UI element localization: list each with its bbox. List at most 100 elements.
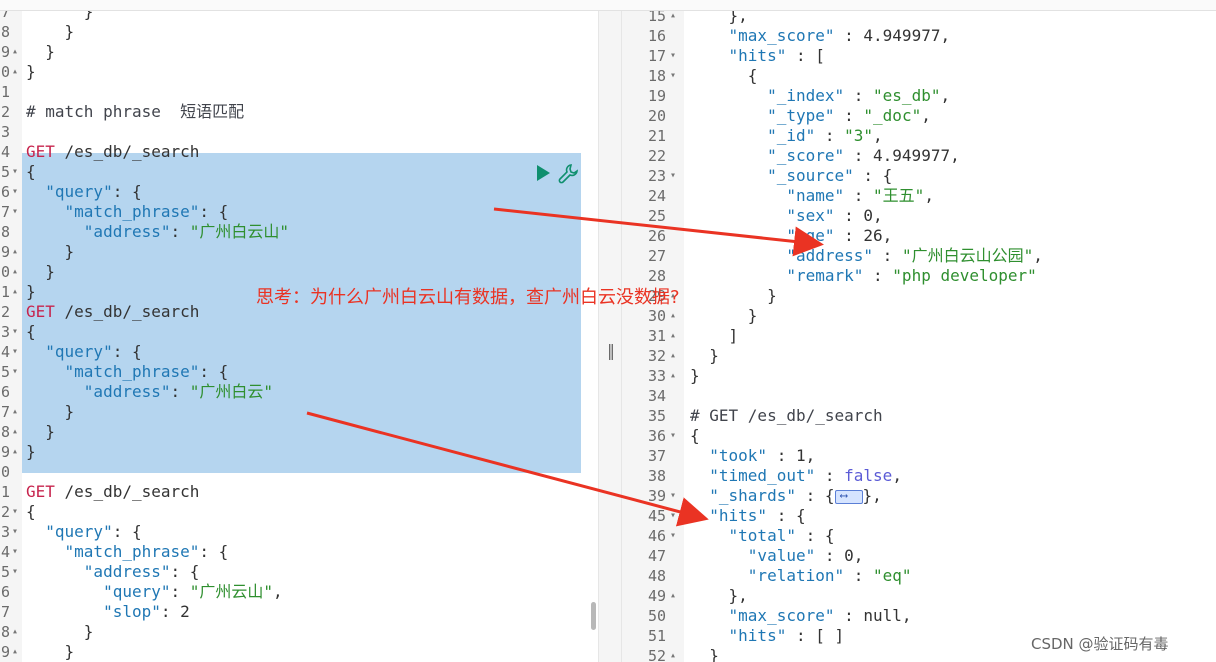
fold-toggle-icon[interactable]: ▴ [12, 646, 19, 657]
fold-toggle-icon[interactable]: ▾ [12, 326, 19, 337]
fold-toggle-icon[interactable]: ▾ [670, 530, 677, 541]
code-line[interactable]: 47 "value" : 0, [622, 546, 1216, 566]
code-line[interactable]: 16 "max_score" : 4.949977, [622, 26, 1216, 46]
code-line[interactable]: 34 [622, 386, 1216, 406]
code-line[interactable]: 24 "name" : "王五", [622, 186, 1216, 206]
fold-toggle-icon[interactable]: ▾ [12, 366, 19, 377]
code-line[interactable]: 6▾ "query": { [0, 182, 598, 202]
code-line[interactable]: 9▴ } [0, 42, 598, 62]
fold-toggle-icon[interactable]: ▴ [670, 11, 677, 21]
code-line[interactable]: 35# GET /es_db/_search [622, 406, 1216, 426]
code-line[interactable]: 19 "_index" : "es_db", [622, 86, 1216, 106]
fold-toggle-icon[interactable]: ▾ [12, 506, 19, 517]
fold-toggle-icon[interactable]: ▴ [12, 406, 19, 417]
fold-toggle-icon[interactable]: ▴ [670, 330, 677, 341]
code-line[interactable]: 46▾ "total" : { [622, 526, 1216, 546]
code-line[interactable]: 31▴ ] [622, 326, 1216, 346]
code-line[interactable]: 8▴ } [0, 422, 598, 442]
code-line[interactable]: 37 "took" : 1, [622, 446, 1216, 466]
fold-toggle-icon[interactable]: ▴ [12, 66, 19, 77]
code-line[interactable]: 36▾{ [622, 426, 1216, 446]
fold-toggle-icon[interactable]: ▾ [12, 546, 19, 557]
code-line[interactable]: 50 "max_score" : null, [622, 606, 1216, 626]
code-line[interactable]: 5▾ "address": { [0, 562, 598, 582]
fold-toggle-icon[interactable]: ▴ [670, 350, 677, 361]
code-line[interactable]: 0 [0, 462, 598, 482]
fold-toggle-icon[interactable]: ▾ [670, 490, 677, 501]
fold-toggle-icon[interactable]: ▴ [670, 370, 677, 381]
code-line[interactable]: 9▴} [0, 442, 598, 462]
code-line[interactable]: 18▾ { [622, 66, 1216, 86]
code-line[interactable]: 6 "query": "广州云山", [0, 582, 598, 602]
code-line[interactable]: 5▾ "match_phrase": { [0, 362, 598, 382]
code-line[interactable]: 20 "_type" : "_doc", [622, 106, 1216, 126]
code-line[interactable]: 38 "timed_out" : false, [622, 466, 1216, 486]
code-line[interactable]: 52▴ } [622, 646, 1216, 662]
code-line[interactable]: 7 "slop": 2 [0, 602, 598, 622]
vertical-scrollbar[interactable] [591, 602, 596, 630]
code-line[interactable]: 27 "address" : "广州白云山公园", [622, 246, 1216, 266]
fold-toggle-icon[interactable]: ▴ [12, 266, 19, 277]
code-line[interactable]: 5▾{ [0, 162, 598, 182]
response-viewer[interactable]: 15▴ },16 "max_score" : 4.949977,17▾ "hit… [622, 11, 1216, 662]
fold-toggle-icon[interactable]: ▾ [12, 206, 19, 217]
fold-toggle-icon[interactable]: ▾ [12, 186, 19, 197]
code-line[interactable]: 39▾ "_shards" : {}, [622, 486, 1216, 506]
fold-toggle-icon[interactable]: ▾ [12, 346, 19, 357]
play-icon[interactable] [535, 164, 551, 182]
pane-splitter[interactable]: ‖ [598, 11, 622, 662]
fold-toggle-icon[interactable]: ▾ [670, 510, 677, 521]
code-line[interactable]: 29▴ } [622, 286, 1216, 306]
fold-toggle-icon[interactable]: ▾ [670, 430, 677, 441]
fold-toggle-icon[interactable]: ▴ [12, 446, 19, 457]
code-line[interactable]: 6 "address": "广州白云" [0, 382, 598, 402]
code-line[interactable]: 8▴ } [0, 622, 598, 642]
code-line[interactable]: 4▾ "match_phrase": { [0, 542, 598, 562]
wrench-icon[interactable] [557, 162, 579, 184]
code-line[interactable]: 48 "relation" : "eq" [622, 566, 1216, 586]
fold-toggle-icon[interactable]: ▾ [12, 526, 19, 537]
fold-toggle-icon[interactable]: ▾ [12, 166, 19, 177]
fold-toggle-icon[interactable]: ▴ [670, 310, 677, 321]
code-line[interactable]: 4▾ "query": { [0, 342, 598, 362]
code-line[interactable]: 9▴ } [0, 242, 598, 262]
fold-toggle-icon[interactable]: ▾ [12, 566, 19, 577]
code-line[interactable]: 9▴ } [0, 642, 598, 662]
fold-toggle-icon[interactable]: ▾ [670, 70, 677, 81]
code-line[interactable]: 8 } [0, 22, 598, 42]
code-line[interactable]: 1▴} [0, 282, 598, 302]
code-line[interactable]: 2▾{ [0, 502, 598, 522]
fold-toggle-icon[interactable]: ▾ [670, 170, 677, 181]
code-line[interactable]: 30▴ } [622, 306, 1216, 326]
code-line[interactable]: 21 "_id" : "3", [622, 126, 1216, 146]
code-line[interactable]: 8 "address": "广州白云山" [0, 222, 598, 242]
code-line[interactable]: 3 [0, 122, 598, 142]
fold-toggle-icon[interactable]: ▾ [670, 50, 677, 61]
code-line[interactable]: 0▴ } [0, 262, 598, 282]
fold-toggle-icon[interactable]: ▴ [12, 46, 19, 57]
code-line[interactable]: 33▴} [622, 366, 1216, 386]
code-line[interactable]: 2# match phrase 短语匹配 [0, 102, 598, 122]
fold-toggle-icon[interactable]: ▴ [12, 626, 19, 637]
code-line[interactable]: 7▾ "match_phrase": { [0, 202, 598, 222]
code-line[interactable]: 15▴ }, [622, 11, 1216, 26]
fold-toggle-icon[interactable]: ▴ [12, 426, 19, 437]
fold-toggle-icon[interactable]: ▴ [670, 650, 677, 661]
fold-toggle-icon[interactable]: ▴ [12, 286, 19, 297]
code-line[interactable]: 1 [0, 82, 598, 102]
code-line[interactable]: 22 "_score" : 4.949977, [622, 146, 1216, 166]
code-line[interactable]: 7▴ } [0, 402, 598, 422]
code-line[interactable]: 45▾ "hits" : { [622, 506, 1216, 526]
code-line[interactable]: 0▴} [0, 62, 598, 82]
code-line[interactable]: 7 } [0, 11, 598, 22]
code-line[interactable]: 32▴ } [622, 346, 1216, 366]
code-line[interactable]: 51 "hits" : [ ] [622, 626, 1216, 646]
code-line[interactable]: 3▾ "query": { [0, 522, 598, 542]
code-line[interactable]: 17▾ "hits" : [ [622, 46, 1216, 66]
code-line[interactable]: 26 "age" : 26, [622, 226, 1216, 246]
collapsed-block-icon[interactable] [834, 486, 863, 506]
fold-toggle-icon[interactable]: ▴ [670, 590, 677, 601]
